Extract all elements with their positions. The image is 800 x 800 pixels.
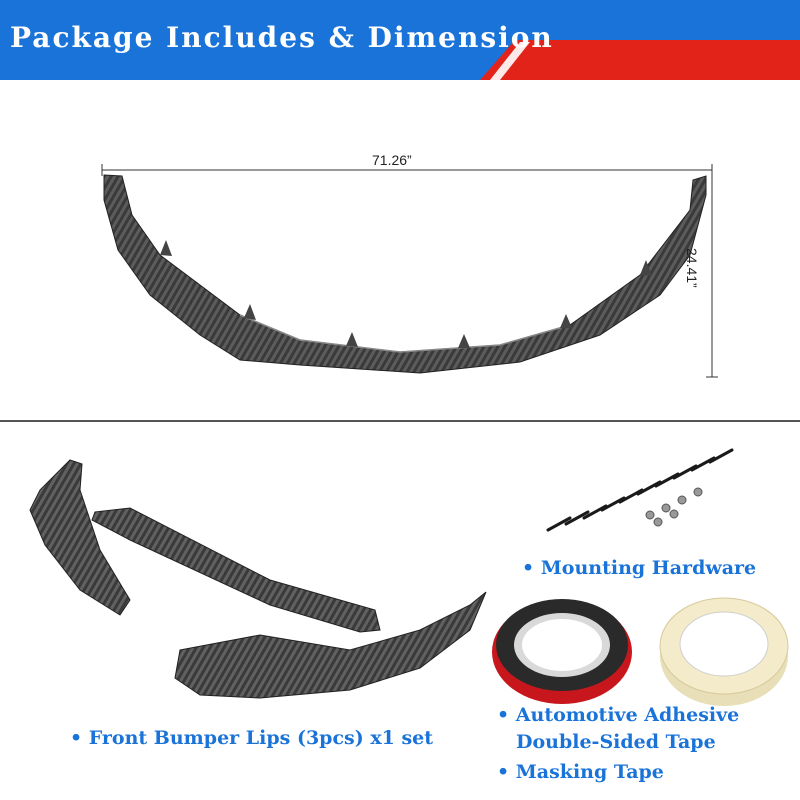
height-dimension-label: 24.41” bbox=[684, 248, 700, 288]
adhesive-tape-label-line2: Double-Sided Tape bbox=[516, 731, 716, 753]
mounting-hardware-label: • Mounting Hardware bbox=[522, 557, 757, 579]
banner-accent-stripe bbox=[480, 40, 800, 80]
bumper-lip-pieces-icon bbox=[29, 459, 487, 699]
section-divider bbox=[0, 420, 800, 422]
masking-tape-label: • Masking Tape bbox=[497, 761, 664, 783]
adhesive-tape-label: • Automotive Adhesive bbox=[497, 704, 740, 726]
page-title: Package Includes & Dimension bbox=[10, 21, 554, 54]
header-banner: Package Includes & Dimension bbox=[0, 0, 800, 80]
front-bumper-lips-label: • Front Bumper Lips (3pcs) x1 set bbox=[70, 727, 434, 749]
screws-icon bbox=[546, 448, 734, 532]
width-dimension-label: 71.26” bbox=[372, 152, 412, 168]
bumper-lip-assembled-icon bbox=[101, 164, 718, 378]
red-tape-roll-icon bbox=[492, 599, 632, 704]
masking-tape-roll-icon bbox=[659, 597, 789, 706]
